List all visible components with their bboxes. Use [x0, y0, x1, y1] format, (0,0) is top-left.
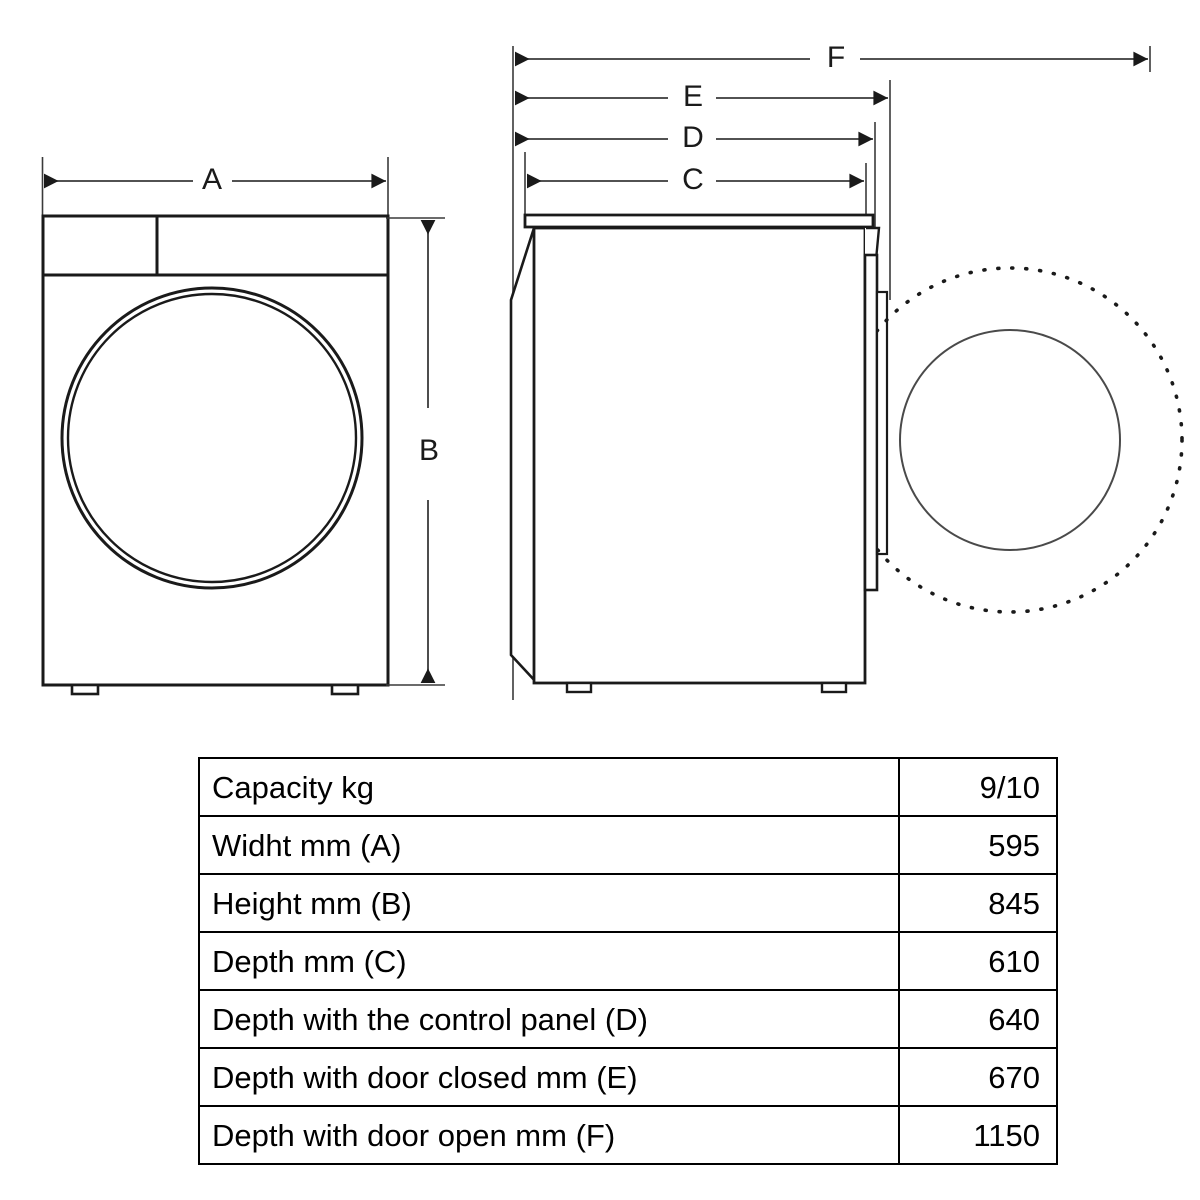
side-door-panel — [863, 253, 879, 592]
front-width-extension-lines — [41, 157, 389, 222]
spec-value: 845 — [898, 873, 1058, 933]
door-glass-circle — [899, 329, 1121, 551]
front-door-inner-ring — [66, 292, 358, 584]
specification-table: Capacity kg 9/10 Widht mm (A) 595 Height… — [198, 757, 1058, 1165]
dimension-label-F: F — [827, 41, 845, 74]
side-cabinet-body — [532, 226, 867, 685]
front-foot-left — [70, 683, 100, 696]
table-row: Capacity kg 9/10 — [198, 757, 1058, 817]
side-extension-lines-right — [865, 46, 1151, 300]
front-control-panel — [41, 214, 390, 277]
dimension-line-F: F — [514, 41, 1149, 74]
spec-value: 670 — [898, 1047, 1058, 1107]
spec-label: Depth with door closed mm (E) — [198, 1047, 900, 1107]
spec-label: Capacity kg — [198, 757, 900, 817]
dimension-label-D: D — [682, 121, 704, 154]
door-open-swing-circle — [876, 266, 1184, 614]
spec-label: Height mm (B) — [198, 873, 900, 933]
dimension-label-A: A — [202, 163, 222, 196]
spec-table-container: Capacity kg 9/10 Widht mm (A) 595 Height… — [198, 757, 1058, 1165]
dimension-label-E: E — [683, 80, 703, 113]
table-row: Depth mm (C) 610 — [198, 931, 1058, 991]
table-row: Height mm (B) 845 — [198, 873, 1058, 933]
spec-value: 640 — [898, 989, 1058, 1049]
front-view-group: A B — [41, 157, 445, 696]
spec-label: Depth with the control panel (D) — [198, 989, 900, 1049]
front-foot-right — [330, 683, 360, 696]
dimension-line-A: A — [43, 163, 387, 196]
table-row: Widht mm (A) 595 — [198, 815, 1058, 875]
spec-value: 9/10 — [898, 757, 1058, 817]
table-row: Depth with door open mm (F) 1150 — [198, 1105, 1058, 1165]
spec-value: 595 — [898, 815, 1058, 875]
spec-label: Depth with door open mm (F) — [198, 1105, 900, 1165]
front-door-outer-ring — [60, 286, 364, 590]
spec-table-body: Capacity kg 9/10 Widht mm (A) 595 Height… — [198, 757, 1058, 1165]
table-row: Depth with the control panel (D) 640 — [198, 989, 1058, 1049]
spec-label: Widht mm (A) — [198, 815, 900, 875]
dimension-line-C: C — [526, 163, 865, 196]
front-height-extension-lines — [386, 217, 445, 686]
dimension-line-D: D — [514, 121, 874, 154]
dimension-line-B: B — [419, 219, 439, 684]
table-row: Depth with door closed mm (E) 670 — [198, 1047, 1058, 1107]
dimension-line-E: E — [514, 80, 889, 113]
spec-label: Depth mm (C) — [198, 931, 900, 991]
spec-value: 610 — [898, 931, 1058, 991]
side-top-lid — [523, 213, 875, 229]
side-door-glass-edge — [875, 290, 889, 556]
side-foot-right — [820, 681, 848, 694]
dimension-label-C: C — [682, 163, 704, 196]
dimension-label-B: B — [419, 434, 439, 467]
side-foot-left — [565, 681, 593, 694]
spec-value: 1150 — [898, 1105, 1058, 1165]
front-cabinet-body — [41, 214, 390, 687]
side-back-panel — [509, 227, 538, 684]
side-view-group: F E D C — [509, 41, 1184, 700]
